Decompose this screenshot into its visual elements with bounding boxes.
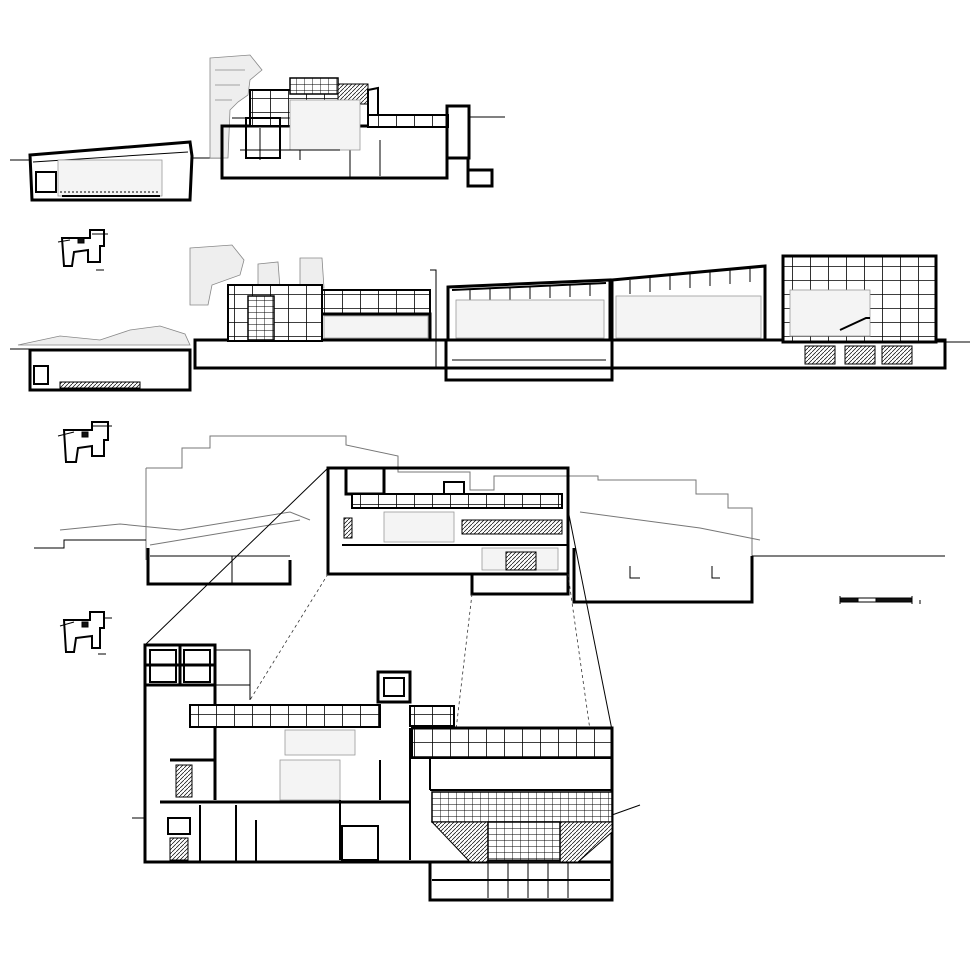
key-plan-3 <box>59 611 112 655</box>
key-plan-1 <box>57 229 108 271</box>
section-1-left-pavilion <box>28 140 194 202</box>
section-1 <box>10 54 505 202</box>
key-plan-2 <box>57 421 112 463</box>
section-2 <box>10 244 970 392</box>
section-3-cut <box>326 466 570 576</box>
section-3-background-context <box>145 435 753 560</box>
scale-bar <box>839 596 921 604</box>
section-3 <box>34 435 945 731</box>
section-3-enlarged <box>132 643 641 902</box>
section-2-left-pavilion <box>17 325 191 346</box>
